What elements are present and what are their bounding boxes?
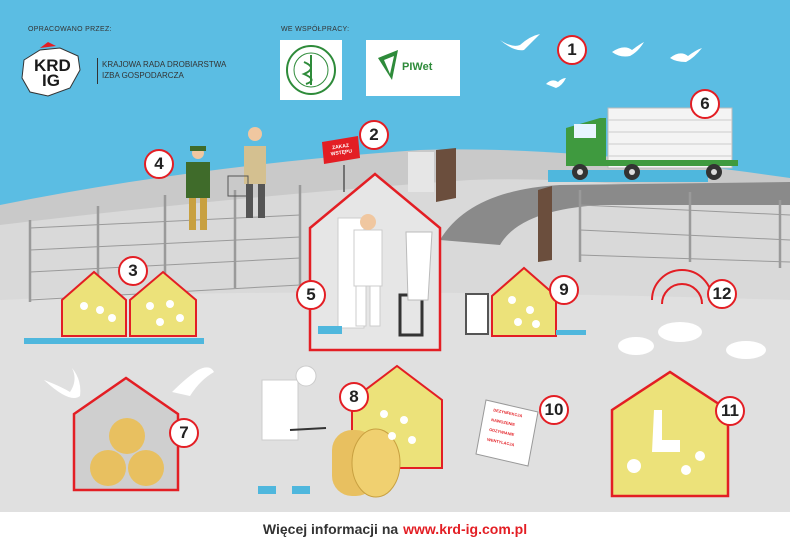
piwet-logo-text: PIWet <box>402 61 433 73</box>
checklist-item: NAWOZENIE <box>490 417 516 428</box>
piwet-logo-box <box>366 40 460 96</box>
krd-logo-map <box>21 47 81 97</box>
footer: Więcej informacji na www.krd-ig.com.pl <box>0 512 790 545</box>
org-name-line1: KRAJOWA RADA DROBIARSTWA <box>102 60 227 69</box>
badge-5: 5 <box>296 280 326 310</box>
gate-left <box>408 152 434 192</box>
worker-in-suit <box>353 214 383 327</box>
krd-logo-text-2: IG <box>42 71 60 90</box>
hay-bale <box>332 428 401 498</box>
dead-birds <box>618 269 766 359</box>
road <box>440 182 790 245</box>
wild-birds <box>44 34 702 398</box>
badge-11: 11 <box>715 396 745 426</box>
badge-9: 9 <box>549 275 579 305</box>
checklist-paper <box>475 399 539 467</box>
footer-link[interactable]: www.krd-ig.com.pl <box>403 520 528 537</box>
badge-10: 10 <box>539 395 569 425</box>
hay-storage <box>72 376 180 492</box>
gate-door <box>436 148 456 202</box>
checklist-item: ODZYWIANIE <box>488 426 515 438</box>
poultry-house-11 <box>610 370 730 498</box>
badge-1: 1 <box>557 35 587 65</box>
cooperation-label: WE WSPÓŁPRACY: <box>281 26 350 33</box>
gate-door-right <box>538 186 552 262</box>
krd-logo-text-1: KRD <box>34 56 71 75</box>
prepared-by-label: OPRACOWANO PRZEZ: <box>28 26 112 33</box>
org-name-line2: IZBA GOSPODARCZA <box>102 71 184 80</box>
badge-8: 8 <box>339 382 369 412</box>
truck <box>566 107 738 180</box>
badge-4: 4 <box>144 149 174 179</box>
badge-7: 7 <box>169 418 199 448</box>
badge-12: 12 <box>707 279 737 309</box>
hunters <box>186 127 266 230</box>
no-entry-sign <box>322 136 360 192</box>
chickens <box>80 296 705 475</box>
vet-inspection-logo <box>286 45 336 95</box>
logo-divider <box>97 58 98 84</box>
footer-text: Więcej informacji na <box>262 520 399 537</box>
poultry-house-9 <box>465 266 586 337</box>
badge-2: 2 <box>359 120 389 150</box>
badge-6: 6 <box>690 89 720 119</box>
badge-3: 3 <box>118 256 148 286</box>
disinfecting-worker <box>258 365 327 494</box>
